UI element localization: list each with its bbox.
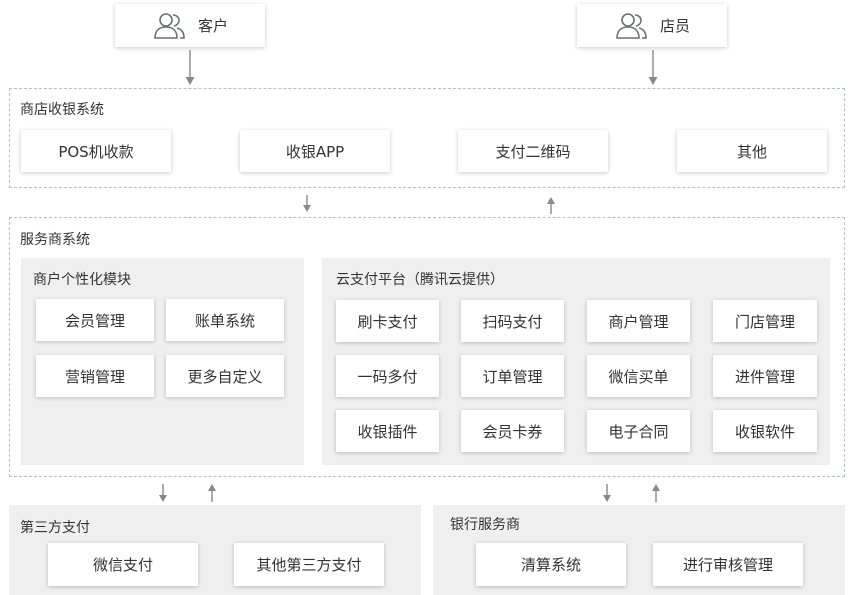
merchant-module-title: 商户个性化模块 [33, 272, 131, 288]
cloud-item: 扫码支付 [461, 300, 564, 342]
arrow-down-icon [301, 195, 313, 213]
merchant-item-custom: 更多自定义 [166, 355, 284, 397]
bank-item-clearing: 清算系统 [476, 543, 626, 586]
arrow-down-icon [601, 484, 613, 503]
staff-box: 店员 [577, 4, 727, 47]
service-system-title: 服务商系统 [20, 232, 90, 248]
store-system-group [9, 88, 845, 188]
cloud-item: 收银插件 [336, 410, 439, 452]
service-system-group [9, 217, 845, 477]
arrow-down-icon [184, 50, 196, 86]
third-party-item-wechat: 微信支付 [48, 543, 198, 586]
cloud-item: 微信买单 [587, 355, 690, 397]
merchant-item-marketing: 营销管理 [36, 355, 154, 397]
cloud-item: 一码多付 [336, 355, 439, 397]
store-system-title: 商店收银系统 [20, 102, 104, 118]
cloud-item: 进件管理 [713, 355, 817, 397]
cloud-platform-title: 云支付平台（腾讯云提供） [336, 272, 504, 288]
store-item-other: 其他 [677, 130, 827, 172]
customer-label: 客户 [197, 17, 228, 35]
cloud-item: 收银软件 [713, 410, 817, 452]
arrow-up-icon [206, 483, 218, 502]
cloud-item: 电子合同 [587, 410, 690, 452]
cloud-item: 订单管理 [461, 355, 564, 397]
bank-title: 银行服务商 [450, 517, 520, 533]
bank-item-audit: 进行审核管理 [653, 543, 803, 586]
user-group-icon [152, 12, 186, 40]
arrow-down-icon [647, 50, 659, 86]
customer-box: 客户 [115, 4, 265, 47]
arrow-up-icon [650, 483, 662, 502]
cloud-item: 门店管理 [713, 300, 817, 342]
staff-label: 店员 [659, 17, 690, 35]
store-item-pos: POS机收款 [21, 130, 171, 172]
cloud-item: 商户管理 [587, 300, 690, 342]
cloud-item: 刷卡支付 [336, 300, 439, 342]
store-item-qrcode: 支付二维码 [458, 130, 608, 172]
merchant-item-member: 会员管理 [36, 299, 154, 341]
cloud-item: 会员卡券 [461, 410, 564, 452]
third-party-item-other: 其他第三方支付 [234, 543, 384, 586]
merchant-item-billing: 账单系统 [166, 299, 284, 341]
arrow-down-icon [157, 484, 169, 503]
store-item-app: 收银APP [240, 130, 390, 172]
arrow-up-icon [545, 196, 557, 214]
user-group-icon [614, 12, 648, 40]
third-party-title: 第三方支付 [20, 520, 90, 536]
